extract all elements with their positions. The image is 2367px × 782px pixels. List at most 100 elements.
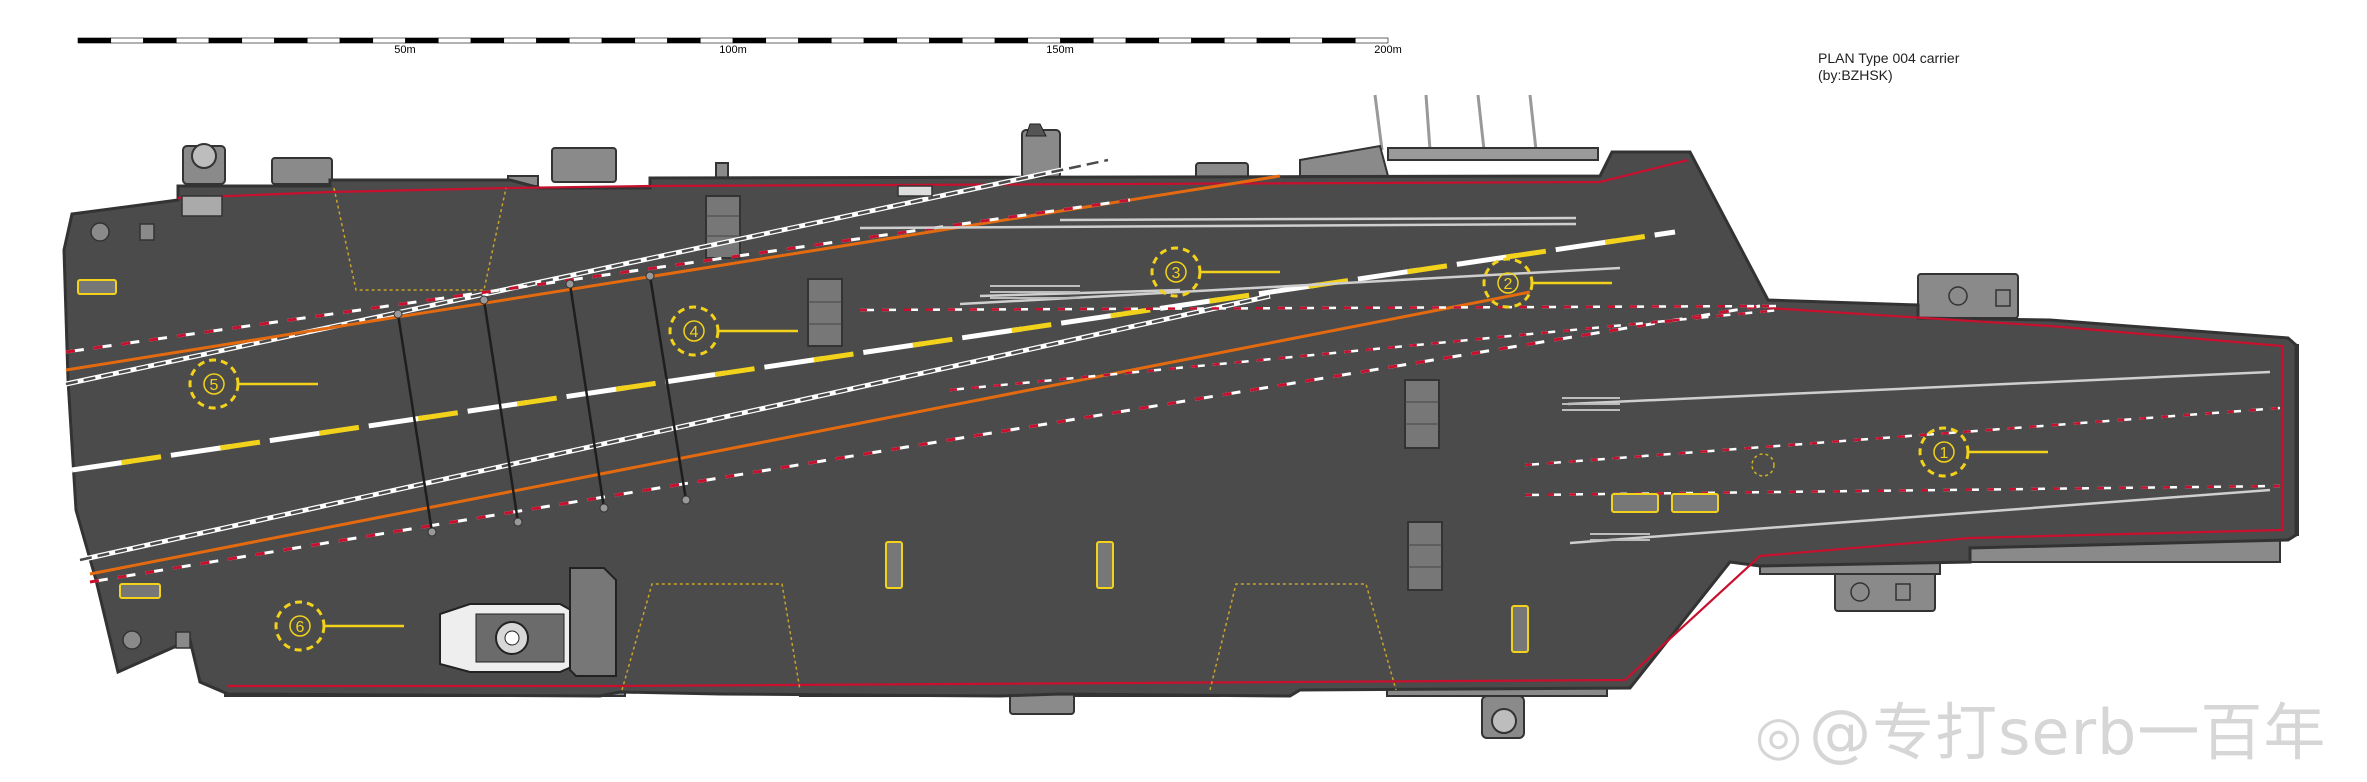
island-aft-block bbox=[569, 567, 617, 677]
elevator-stbd-aft bbox=[1209, 583, 1397, 691]
scale-segment bbox=[1060, 37, 1094, 44]
scale-segment bbox=[994, 37, 1029, 44]
bow-catwalk bbox=[1387, 147, 1599, 161]
scale-segment bbox=[1354, 37, 1389, 44]
elevator-marker-4 bbox=[1407, 521, 1443, 591]
watermark-text: @专打serb一百年 bbox=[1809, 696, 2327, 769]
scale-segment bbox=[634, 37, 668, 44]
scale-label-50m: 50m bbox=[394, 44, 415, 56]
pad-stbd-2 bbox=[1096, 541, 1114, 589]
drawing-title-block: PLAN Type 004 carrier (by:BZHSK) bbox=[1818, 50, 1959, 84]
scale-segment bbox=[1289, 37, 1323, 44]
scale-segment bbox=[143, 37, 177, 44]
pad-bow-2 bbox=[1671, 493, 1719, 513]
scale-segment bbox=[830, 37, 865, 44]
scale-segment bbox=[601, 37, 636, 44]
pad-port-fwd bbox=[77, 279, 117, 295]
deck-spot-3: 3 bbox=[1150, 246, 1280, 298]
scale-segment bbox=[1256, 37, 1291, 44]
bridle-catchers bbox=[1373, 94, 1538, 151]
scale-segment bbox=[798, 37, 832, 44]
scale-segment bbox=[503, 37, 537, 44]
scale-segment bbox=[1092, 37, 1127, 44]
scale-bar: 50m 100m 150m 200m bbox=[77, 37, 1402, 56]
elevator-stbd-fwd bbox=[621, 583, 801, 691]
deck-spot-4: 4 bbox=[668, 305, 798, 357]
drawing-title: PLAN Type 004 carrier bbox=[1818, 50, 1960, 66]
deck-spot-label-4: 4 bbox=[690, 324, 699, 341]
weibo-watermark: ◎@专打serb一百年 bbox=[1755, 682, 2326, 772]
deck-spot-2: 2 bbox=[1482, 257, 1612, 309]
scale-label-150m: 150m bbox=[1046, 44, 1074, 56]
sponson-port-4 bbox=[551, 147, 617, 183]
catapult-shuttles bbox=[990, 285, 1650, 541]
scale-label-100m: 100m bbox=[719, 44, 747, 56]
deck-spot-label-5: 5 bbox=[210, 377, 219, 394]
deck-edge-lines bbox=[177, 158, 2284, 688]
scale-segment bbox=[732, 37, 767, 44]
angled-deck-markings bbox=[65, 157, 1761, 584]
scale-segment bbox=[1158, 37, 1192, 44]
deck-spot-label-3: 3 bbox=[1172, 265, 1181, 282]
scale-segment bbox=[1322, 37, 1356, 44]
elevator-port-fwd bbox=[333, 187, 507, 291]
scale-segment bbox=[77, 37, 112, 44]
deck-pads bbox=[77, 279, 1719, 653]
deck-spot-5: 5 bbox=[188, 358, 318, 410]
pad-stbd-aft bbox=[119, 583, 161, 599]
deck-spot-small bbox=[1751, 453, 1775, 477]
scale-segment bbox=[667, 37, 701, 44]
scale-segment bbox=[175, 37, 210, 44]
deck-spot-label-6: 6 bbox=[296, 619, 305, 636]
deck-spots: 1 2 3 4 5 6 bbox=[188, 246, 2048, 652]
scale-segment bbox=[208, 37, 243, 44]
scale-segment bbox=[339, 37, 374, 44]
scale-label-200m: 200m bbox=[1374, 44, 1402, 56]
deck-spot-label-1: 1 bbox=[1940, 445, 1949, 462]
sponson-port-8 bbox=[1299, 144, 1390, 177]
flight-deck bbox=[62, 150, 2298, 698]
elevators bbox=[333, 187, 1397, 691]
bow-dashed-lines bbox=[859, 304, 2281, 497]
scale-segment bbox=[405, 37, 439, 44]
elevator-marker-1 bbox=[705, 195, 741, 259]
antenna-mast-icon bbox=[1025, 123, 1047, 137]
scale-segment bbox=[372, 37, 406, 44]
deck-spot-label-2: 2 bbox=[1504, 276, 1513, 293]
deck-structures bbox=[439, 195, 1443, 677]
scale-segment bbox=[274, 37, 308, 44]
scale-segment bbox=[1027, 37, 1061, 44]
scale-segment bbox=[241, 37, 275, 44]
scale-segment bbox=[1125, 37, 1160, 44]
deck-fittings bbox=[90, 185, 2011, 650]
weibo-logo-icon: ◎ bbox=[1755, 704, 1804, 767]
ciws-mount-icon bbox=[181, 195, 223, 217]
elevator-marker-2 bbox=[807, 278, 843, 347]
sponson-port-2 bbox=[271, 157, 333, 185]
scale-segment bbox=[306, 37, 341, 44]
scale-segment bbox=[536, 37, 570, 44]
pad-stbd-1 bbox=[885, 541, 903, 589]
scale-segment bbox=[1223, 37, 1258, 44]
pad-stbd-3 bbox=[1511, 605, 1529, 653]
scale-segment bbox=[568, 37, 603, 44]
scale-segment bbox=[863, 37, 898, 44]
arresting-wires bbox=[396, 275, 688, 533]
elevator-marker-3 bbox=[1404, 379, 1440, 449]
scale-segment bbox=[929, 37, 963, 44]
pad-bow-1 bbox=[1611, 493, 1659, 513]
island-top-marker bbox=[897, 185, 933, 197]
deck-spot-6: 6 bbox=[274, 600, 404, 652]
scale-segment bbox=[1191, 37, 1225, 44]
scale-segment bbox=[699, 37, 734, 44]
scale-segment bbox=[110, 37, 144, 44]
scale-segment bbox=[765, 37, 799, 44]
wire-ends bbox=[393, 271, 691, 537]
scale-segment bbox=[896, 37, 930, 44]
drawing-credit: (by:BZHSK) bbox=[1818, 67, 1893, 83]
scale-segment bbox=[470, 37, 505, 44]
deck-spot-1: 1 bbox=[1918, 426, 2048, 478]
scale-segment bbox=[437, 37, 472, 44]
